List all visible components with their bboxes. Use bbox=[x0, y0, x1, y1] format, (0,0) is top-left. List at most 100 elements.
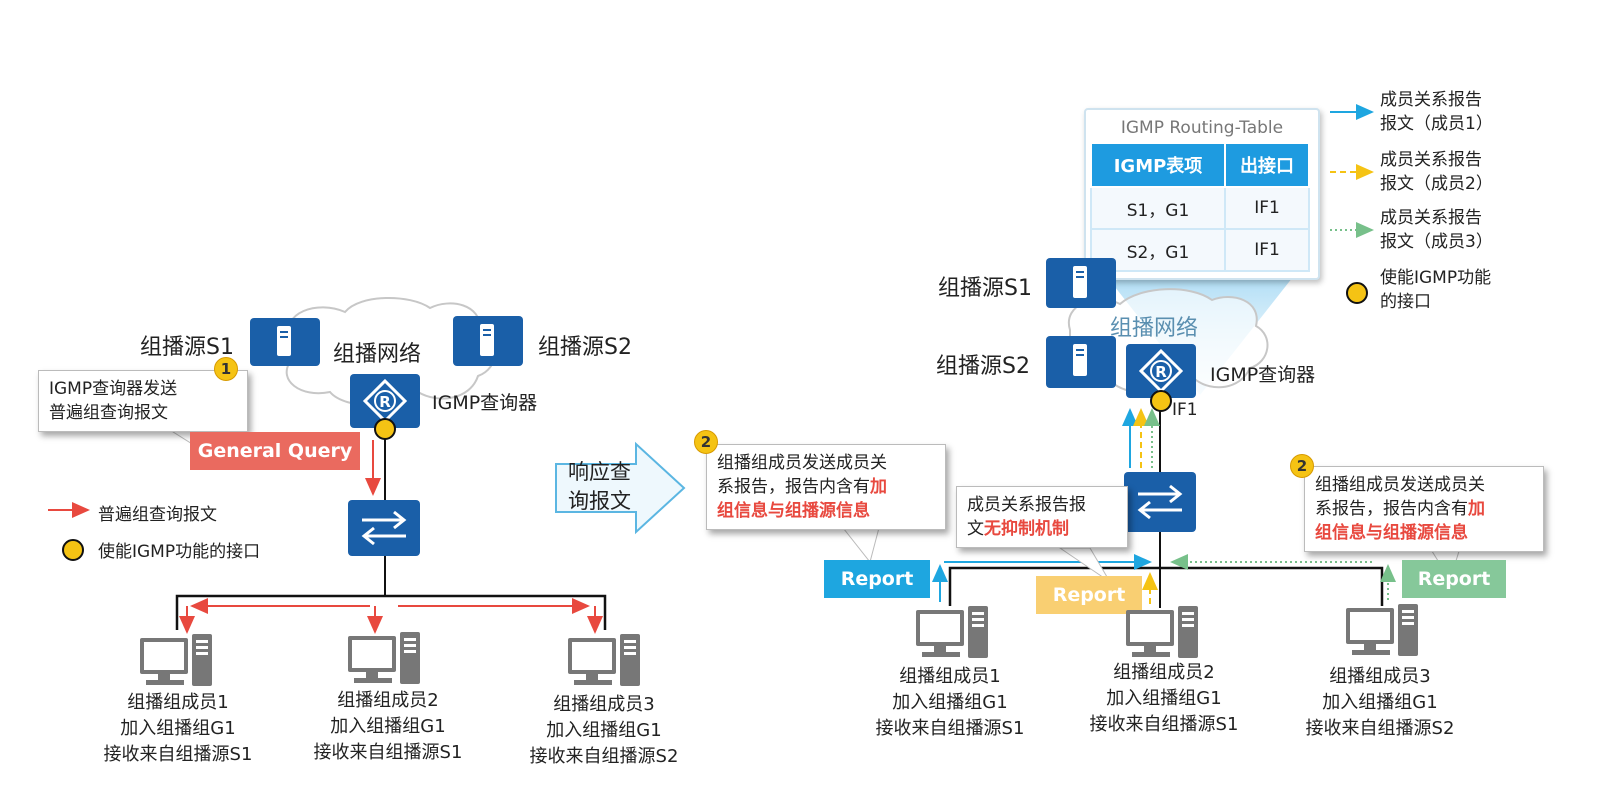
right-switch-icon bbox=[1124, 472, 1196, 532]
left-member2-line3: 接收来自组播源S1 bbox=[313, 742, 463, 763]
right-callout1-line1: 组播组成员发送成员关 bbox=[717, 453, 887, 473]
legend-report1-line1: 成员关系报告 bbox=[1380, 90, 1482, 110]
legend-report2-line2: 报文（成员2） bbox=[1380, 174, 1493, 194]
left-member2-line2: 加入组播组G1 bbox=[330, 716, 446, 737]
left-callout-badge: 1 bbox=[214, 357, 238, 381]
left-network-label: 组播网络 bbox=[333, 342, 422, 367]
right-member2-line2: 加入组播组G1 bbox=[1106, 688, 1222, 709]
routing-table-title: IGMP Routing-Table bbox=[1120, 118, 1284, 138]
left-callout-line1: IGMP查询器发送 bbox=[49, 379, 178, 399]
legend-report3-line2: 报文（成员3） bbox=[1380, 232, 1493, 252]
right-member1-line3: 接收来自组播源S1 bbox=[875, 718, 1025, 739]
legend-interface-text: 使能IGMP功能的接口 bbox=[98, 542, 261, 562]
legend-report1-line2: 报文（成员1） bbox=[1380, 114, 1493, 134]
right-callout3-line3: 组信息与组播源信息 bbox=[1315, 523, 1468, 543]
right-querier-label: IGMP查询器 bbox=[1210, 364, 1316, 386]
left-switch-icon bbox=[348, 500, 420, 556]
left-querier-label: IGMP查询器 bbox=[432, 392, 538, 414]
right-callout3-line2-plain: 系报告，报告内含有 bbox=[1315, 499, 1468, 519]
legend-report1-text: 成员关系报告 报文（成员1） bbox=[1380, 88, 1493, 136]
right-callout-no-suppression: 成员关系报告报 文无抑制机制 bbox=[956, 486, 1128, 548]
right-callout-member3: 组播组成员发送成员关 系报告，报告内含有加 组信息与组播源信息 bbox=[1304, 466, 1544, 552]
right-member2-line3: 接收来自组播源S1 bbox=[1089, 714, 1239, 735]
legend-report2-line1: 成员关系报告 bbox=[1380, 150, 1482, 170]
left-member3-line2: 加入组播组G1 bbox=[546, 720, 662, 741]
right-member1-line2: 加入组播组G1 bbox=[892, 692, 1008, 713]
legend-report2-text: 成员关系报告 报文（成员2） bbox=[1380, 148, 1493, 196]
right-member2-line1: 组播组成员2 bbox=[1113, 662, 1215, 683]
left-member1-pc-icon bbox=[138, 632, 216, 692]
routing-table-header-interface: 出接口 bbox=[1224, 142, 1310, 188]
routing-table-cell: S1，G1 bbox=[1089, 186, 1227, 230]
left-member1-line2: 加入组播组G1 bbox=[120, 718, 236, 739]
legend-interface-dot bbox=[62, 539, 84, 561]
routing-table-header-row: IGMP表项 出接口 bbox=[1089, 142, 1310, 188]
right-network-label: 组播网络 bbox=[1110, 316, 1199, 341]
right-member2-pc-icon bbox=[1124, 604, 1202, 664]
left-source2-server-icon bbox=[453, 316, 523, 366]
right-member1-label: 组播组成员1 加入组播组G1 接收来自组播源S1 bbox=[860, 664, 1040, 742]
svg-text:R: R bbox=[379, 393, 391, 411]
response-arrow-line2: 询报文 bbox=[568, 489, 631, 513]
left-member1-line1: 组播组成员1 bbox=[127, 692, 229, 713]
left-source2-label: 组播源S2 bbox=[538, 335, 632, 360]
right-member3-label: 组播组成员3 加入组播组G1 接收来自组播源S2 bbox=[1290, 664, 1470, 742]
right-callout3-badge: 2 bbox=[1290, 454, 1314, 478]
legend-report3-line1: 成员关系报告 bbox=[1380, 208, 1482, 228]
svg-text:R: R bbox=[1155, 363, 1167, 381]
right-member3-line2: 加入组播组G1 bbox=[1322, 692, 1438, 713]
left-querier-callout: IGMP查询器发送 普遍组查询报文 bbox=[38, 370, 248, 432]
right-callout1-line3: 组信息与组播源信息 bbox=[717, 501, 870, 521]
routing-table-header-entry: IGMP表项 bbox=[1089, 142, 1227, 188]
left-member3-pc-icon bbox=[566, 632, 644, 692]
left-member1-label: 组播组成员1 加入组播组G1 接收来自组播源S1 bbox=[88, 690, 268, 768]
right-member1-pc-icon bbox=[914, 604, 992, 664]
routing-table: IGMP表项 出接口 S1，G1 IF1 S2，G1 IF1 bbox=[1089, 142, 1310, 272]
legend-right-interface-text: 使能IGMP功能 的接口 bbox=[1380, 266, 1491, 314]
left-source1-server-icon bbox=[250, 318, 320, 366]
report-tag-member3: Report bbox=[1402, 560, 1506, 598]
response-arrow-text: 响应查 询报文 bbox=[568, 458, 631, 516]
left-member1-line3: 接收来自组播源S1 bbox=[103, 744, 253, 765]
left-member2-line1: 组播组成员2 bbox=[337, 690, 439, 711]
if1-label: IF1 bbox=[1172, 400, 1198, 420]
routing-table-cell: IF1 bbox=[1224, 186, 1310, 230]
report-tag-member1: Report bbox=[824, 560, 930, 598]
right-callout1-badge: 2 bbox=[694, 430, 718, 454]
left-callout-line2: 普遍组查询报文 bbox=[49, 403, 168, 423]
right-member3-pc-icon bbox=[1344, 602, 1422, 662]
right-callout3-line2-red: 加 bbox=[1468, 499, 1485, 519]
routing-table-cell: IF1 bbox=[1224, 228, 1310, 272]
legend-right-interface-line2: 的接口 bbox=[1380, 292, 1431, 312]
left-member3-label: 组播组成员3 加入组播组G1 接收来自组播源S2 bbox=[514, 692, 694, 770]
legend-report3-text: 成员关系报告 报文（成员3） bbox=[1380, 206, 1493, 254]
left-member3-line1: 组播组成员3 bbox=[553, 694, 655, 715]
right-source2-label: 组播源S2 bbox=[936, 354, 1030, 379]
left-member2-pc-icon bbox=[346, 630, 424, 690]
report-tag-member2: Report bbox=[1036, 576, 1142, 614]
left-member3-line3: 接收来自组播源S2 bbox=[529, 746, 679, 767]
right-member3-line3: 接收来自组播源S2 bbox=[1305, 718, 1455, 739]
right-callout1-line2-plain: 系报告，报告内含有 bbox=[717, 477, 870, 497]
right-member2-label: 组播组成员2 加入组播组G1 接收来自组播源S1 bbox=[1074, 660, 1254, 738]
left-member2-label: 组播组成员2 加入组播组G1 接收来自组播源S1 bbox=[298, 688, 478, 766]
right-source1-label: 组播源S1 bbox=[938, 276, 1032, 301]
general-query-tag: General Query bbox=[190, 432, 360, 470]
right-callout2-line1: 成员关系报告报 bbox=[967, 495, 1086, 515]
right-source2-server-icon bbox=[1046, 336, 1116, 388]
response-arrow-shape bbox=[555, 441, 686, 535]
right-callout-member1: 组播组成员发送成员关 系报告，报告内含有加 组信息与组播源信息 bbox=[706, 444, 946, 530]
right-source1-server-icon bbox=[1046, 258, 1116, 308]
left-source1-label: 组播源S1 bbox=[140, 335, 234, 360]
igmp-routing-table-panel: IGMP Routing-Table IGMP表项 出接口 S1，G1 IF1 … bbox=[1084, 108, 1320, 280]
right-callout2-line2-red: 无抑制机制 bbox=[984, 519, 1069, 539]
right-member1-line1: 组播组成员1 bbox=[899, 666, 1001, 687]
right-callout1-line2-red: 加 bbox=[870, 477, 887, 497]
right-callout3-line1: 组播组成员发送成员关 bbox=[1315, 475, 1485, 495]
legend-right-interface-dot bbox=[1346, 282, 1368, 304]
response-arrow-line1: 响应查 bbox=[568, 460, 631, 484]
table-row: S1，G1 IF1 bbox=[1089, 186, 1310, 230]
right-callout2-line2-plain: 文 bbox=[967, 519, 984, 539]
legend-right-interface-line1: 使能IGMP功能 bbox=[1380, 268, 1492, 288]
table-row: S2，G1 IF1 bbox=[1089, 228, 1310, 272]
